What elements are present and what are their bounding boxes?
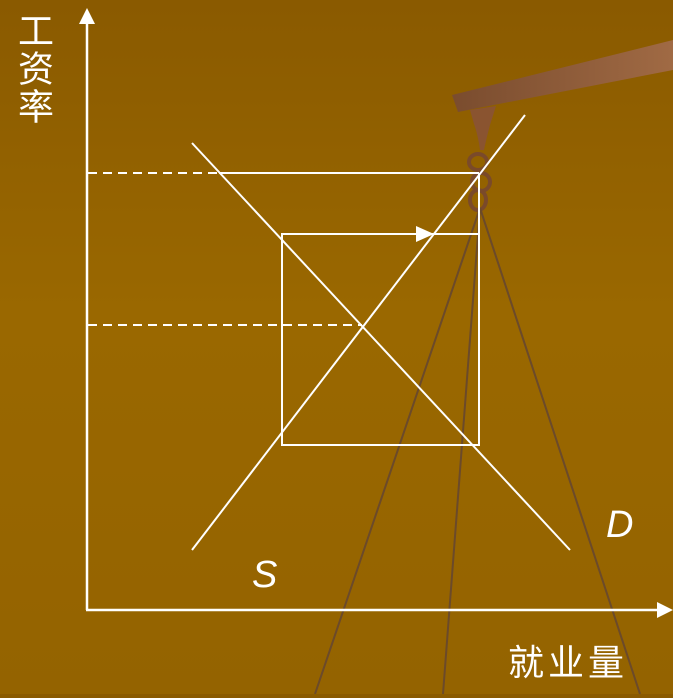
- x-axis-label: 就业量: [508, 643, 629, 684]
- supply-curve-label: S: [252, 554, 278, 596]
- movement-arrow: [416, 226, 434, 242]
- y-axis-label: 工资率: [12, 12, 53, 126]
- x-axis: [86, 602, 673, 618]
- x-axis-arrow: [657, 602, 673, 618]
- balance-scale-icon: [314, 40, 673, 695]
- y-axis: [79, 8, 95, 610]
- demand-curve-label: D: [606, 504, 634, 546]
- adjustment-box: [281, 233, 480, 446]
- y-axis-arrow: [79, 8, 95, 24]
- supply-curve: [191, 114, 526, 551]
- demand-curve: [191, 142, 571, 551]
